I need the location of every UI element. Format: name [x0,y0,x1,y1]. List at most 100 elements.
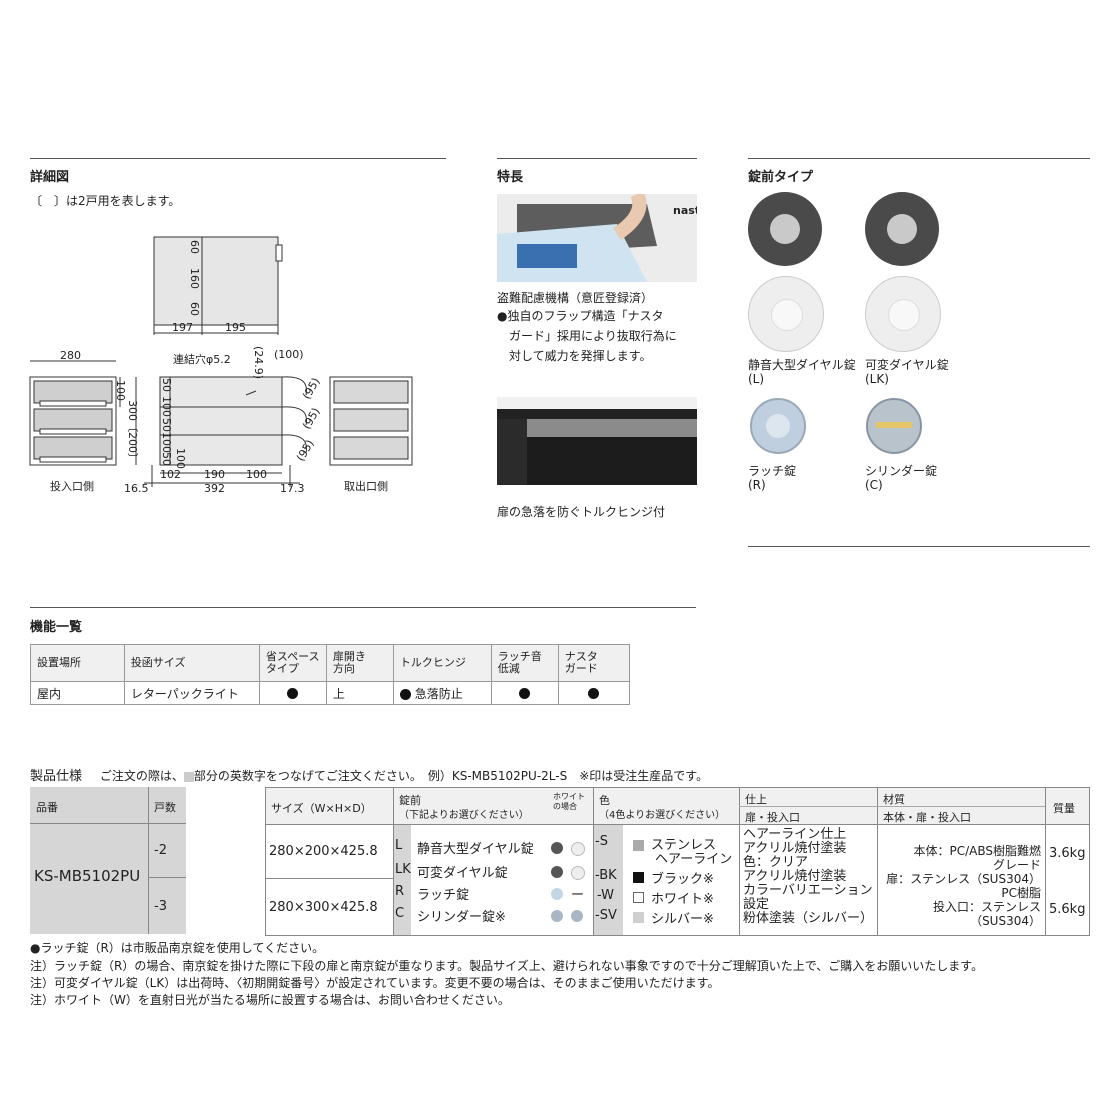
h-lock: 錠前 [399,794,421,807]
lock-name-row-c: シリンダー錠※ [417,910,506,925]
detail-title: 詳細図 [30,170,70,185]
fv-space [258,681,327,705]
units-2: -2 [154,843,167,858]
lock-code-row-r: R [395,884,405,899]
fv-place: 屋内 [30,681,125,705]
finish-lines: ヘアーライン仕上 アクリル焼付塗装 色：クリア アクリル焼付塗装 カラーバリエー… [743,828,873,926]
lock-name-c: シリンダー錠 [865,464,938,478]
cylinder-mini-icon [571,910,583,922]
size-3: 280×300×425.8 [269,900,378,915]
latch-lock-image [750,398,806,454]
h-material-sub: 本体・扉・投入口 [883,811,971,824]
spec-header-line: 製品仕様 ご注文の際は、部分の英数字をつなげてご注文ください。 例）KS-MB5… [30,765,708,784]
cylinder-lock-image [866,398,922,454]
fh-size: 投函サイズ [123,644,260,682]
note-1: ●ラッチ錠（R）は市販品南京錠を使用してください。 [30,941,325,955]
h-material: 材質 [883,793,905,806]
units-3: -3 [154,899,167,914]
finish-line-2: アクリル焼付塗装 [743,841,847,856]
check-dot [519,688,531,699]
fv-hinge-text: 急落防止 [414,686,463,701]
color-name-sv: シルバー※ [651,912,714,927]
color-code-bk: -BK [595,868,617,883]
color-code-sv: -SV [595,908,617,923]
finish-line-4: アクリル焼付塗装 [743,869,847,884]
part-number: KS-MB5102PU [34,867,141,885]
finish-line-1: ヘアーライン仕上 [743,827,847,842]
note-3: 注）可変ダイヤル錠（LK）は出荷時、〈初期開錠番号〉が設定されています。変更不要… [30,976,720,990]
finish-line-3: 色：クリア [743,855,809,870]
color-name-w: ホワイト※ [651,892,714,907]
features-title: 特長 [497,170,524,185]
h-part: 品番 [36,801,58,814]
material-line-2: グレード [992,858,1041,872]
dim-50c: 50 [160,452,173,466]
cylinder-mini-icon [551,910,563,922]
dial-lock-dark-2 [865,192,939,266]
h-finish: 仕上 [745,793,767,806]
part-block: 品番 戸数 KS-MB5102PU -2 -3 [30,787,186,934]
fh-space: 省スペース タイプ [258,644,327,682]
dim-195: 195 [225,321,246,334]
lock-name-r: ラッチ錠 [748,464,797,478]
detail-note: 〔 〕は2戸用を表します。 [30,194,181,208]
dim-100top: (100) [274,348,304,361]
dim-hole-label: 連結穴φ5.2 [173,353,231,366]
feature-caption1-line1: ●独自のフラップ構造「ナスタ [497,309,664,323]
lock-code-lk: (LK) [865,372,889,386]
fv-guard [557,681,631,705]
dim-300: 300〔200〕 [126,400,139,464]
fh-guard: ナスタ ガード [557,644,631,682]
dim-190: 190 [204,468,225,481]
detail-drawing [29,236,413,487]
lock-name-row-r: ラッチ錠 [417,888,470,903]
latch-white-dash: ー [571,888,585,903]
h-color-sub: （4色よりお選びください） [599,810,726,821]
function-title: 機能一覧 [30,620,83,635]
fh-latch: ラッチ音 低減 [490,644,559,682]
fv-size: レターパックライト [123,681,260,705]
locks-bottom-rule [748,546,1090,547]
material-line-3: 扉：ステンレス（SUS304） [886,872,1041,886]
back-label: 取出口側 [344,480,388,493]
function-table: 設置場所 投函サイズ 省スペース タイプ 扉開き 方向 トルクヒンジ ラッチ音 … [30,644,631,705]
finish-line-7: 粉体塗装（シルバー） [743,911,874,926]
h-units: 戸数 [154,801,176,814]
color-name-s: ステンレス [651,838,717,853]
color-code-s: -S [595,834,608,849]
check-dot [588,688,600,699]
dial-lock-dark-1 [748,192,822,266]
dim-197: 197 [172,321,193,334]
dim-165: 16.5 [124,482,149,495]
lock-code-row-l: L [395,838,403,853]
feature-caption1-line3: 対して威力を発揮します。 [509,349,652,363]
dim-100h: 100 [246,468,267,481]
color-name-bk: ブラック※ [651,872,714,887]
dim-160: 160 [188,268,201,289]
dim-60a: 60 [188,240,201,254]
material-lines: 本体：PC/ABS樹脂難燃 グレード 扉：ステンレス（SUS304） PC樹脂 … [877,844,1041,928]
front-label: 投入口側 [50,480,94,493]
check-dot [287,688,299,699]
fv-door: 上 [325,681,394,705]
swatch-white [633,892,644,903]
swatch-black [633,872,644,883]
dial-white-mini-icon [571,866,585,880]
dial-lock-white-2 [865,276,941,352]
dial-lock-white-1 [748,276,824,352]
material-line-1: 本体：PC/ABS樹脂難燃 [913,844,1041,858]
latch-mini-icon [551,888,563,900]
function-rule [30,607,696,608]
lock-name-lk: 可変ダイヤル錠 [865,358,949,372]
spec-note: ご注文の際は、 [99,769,184,783]
material-line-4: PC樹脂 [1001,886,1041,900]
color-name2-s: ヘアーライン [655,852,733,867]
h-size: サイズ（W×H×D） [271,802,372,815]
lock-code-l: (L) [748,372,765,386]
h-white: ホワイトの場合 [553,792,585,811]
color-code-w: -W [597,888,615,903]
dim-60b: 60 [188,302,201,316]
material-line-5: 投入口：ステンレス（SUS304） [932,900,1041,928]
nasta-logo: nasta [673,204,697,217]
check-dot [399,688,411,700]
